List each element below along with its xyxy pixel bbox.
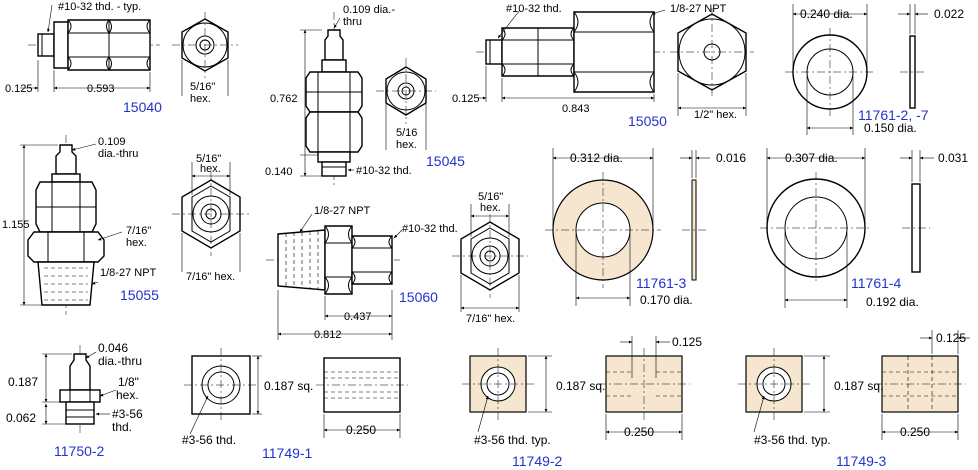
- part-11749-1-length: 0.250: [346, 423, 376, 437]
- part-15055-number: 15055: [120, 287, 159, 303]
- part-11761-3-washer: [545, 148, 710, 306]
- part-11749-3-end-view: [738, 348, 830, 433]
- part-11749-1-end-view: [184, 348, 262, 435]
- part-15045-hex-label: hex.: [396, 139, 417, 151]
- part-11749-3-thread: #3-56 thd. typ.: [754, 433, 831, 447]
- part-15045-hex-size: 5/16: [396, 127, 417, 139]
- part-15040-side-view: [20, 4, 160, 92]
- part-15055-thru-label-1: 0.109: [98, 136, 126, 148]
- part-11761-4-thickness: 0.031: [938, 151, 968, 165]
- part-15060-side-view: [266, 213, 403, 340]
- part-11750-2-thread-2: thd.: [112, 420, 132, 434]
- part-15055-side-view: [20, 135, 123, 315]
- part-15060-npt-label: 1/8-27 NPT: [314, 205, 371, 217]
- part-15060-thread-label: #10-32 thd.: [402, 223, 458, 235]
- part-15055-hex-label: hex.: [126, 237, 147, 249]
- part-11749-2-length: 0.250: [624, 425, 654, 439]
- part-11750-2-number: 11750-2: [54, 443, 105, 459]
- part-11749-1-side-view: [316, 357, 408, 438]
- part-11761-2-number: 11761-2, -7: [858, 107, 929, 123]
- part-15055-length: 1.155: [2, 219, 30, 231]
- part-15055-thru-label-2: dia.-thru: [98, 148, 138, 160]
- part-15060-number: 15060: [399, 289, 438, 305]
- part-11749-3-square: 0.187 sq.: [834, 379, 883, 393]
- part-15050-dim-2: 0.843: [562, 103, 590, 115]
- part-11750-2-hex-label: hex.: [116, 388, 139, 402]
- part-15055-hex-size: 7/16": [126, 225, 151, 237]
- part-11761-4-number: 11761-4: [851, 275, 902, 291]
- part-11749-2-square: 0.187 sq.: [556, 379, 605, 393]
- part-11761-2-id: 0.150 dia.: [864, 121, 917, 135]
- part-15040-end-view: [172, 12, 238, 96]
- part-11749-3-dim-1: 0.125: [936, 331, 966, 345]
- part-11749-3-side-view: [874, 330, 970, 440]
- part-11749-2-dim-1: 0.125: [672, 335, 702, 349]
- part-11749-2-end-view: [462, 348, 552, 433]
- part-11761-3-od: 0.312 dia.: [570, 151, 623, 165]
- part-15055-top-hex-label: hex.: [200, 163, 221, 175]
- part-15040-dim-2: 0.593: [87, 83, 115, 95]
- part-11749-2-side-view: [598, 336, 690, 440]
- part-11750-2-dim-1: 0.187: [8, 375, 38, 389]
- part-15050-dim-1: 0.125: [452, 93, 480, 105]
- part-15045-thru-label-2: thru: [343, 16, 362, 28]
- part-15050-end-view: [670, 8, 754, 116]
- part-15050-thread-label: #10-32 thd.: [506, 3, 562, 15]
- part-11761-4-od: 0.307 dia.: [785, 151, 838, 165]
- part-11749-3-number: 11749-3: [836, 453, 887, 469]
- part-15050-hex-label: 1/2" hex.: [694, 109, 737, 121]
- part-11750-2-side-view: [42, 345, 117, 434]
- part-15060-top-hex-size: 5/16": [478, 191, 503, 203]
- part-15055-bottom-hex: 7/16" hex.: [186, 271, 235, 283]
- part-15045-length: 0.762: [270, 93, 298, 105]
- part-15060-bottom-hex: 7/16" hex.: [466, 313, 515, 325]
- part-11749-2-thread: #3-56 thd. typ.: [474, 433, 551, 447]
- part-11749-3-length: 0.250: [900, 425, 930, 439]
- part-15060-dim-1: 0.437: [344, 311, 372, 323]
- part-11761-4-washer: [760, 148, 934, 308]
- part-11761-4-id: 0.192 dia.: [866, 295, 919, 309]
- part-15040-hex-label: hex.: [190, 93, 211, 105]
- part-15040-thread-label: #10-32 thd. - typ.: [58, 1, 141, 13]
- part-15050-number: 15050: [628, 113, 667, 129]
- part-15060-top-hex-label: hex.: [480, 202, 501, 214]
- part-15055-npt-label: 1/8-27 NPT: [100, 267, 157, 279]
- part-15050-npt-label: 1/8-27 NPT: [670, 3, 727, 15]
- part-11750-2-hex-size: 1/8": [118, 375, 139, 389]
- part-11761-2-washer: [785, 4, 928, 135]
- part-15050-side-view: [476, 9, 666, 102]
- part-15045-thread-label: #10-32 thd.: [356, 165, 412, 177]
- part-11750-2-dim-2: 0.062: [6, 411, 36, 425]
- part-15045-side-view: [300, 12, 363, 186]
- part-11749-1-thread: #3-56 thd.: [182, 433, 236, 447]
- part-15060-end-view: [452, 204, 528, 312]
- part-15045-dim-1: 0.140: [265, 166, 293, 178]
- part-11750-2-thread-1: #3-56: [112, 407, 143, 421]
- part-15040-hex-size: 5/16": [190, 81, 215, 93]
- part-11750-2-thru-label-2: dia.-thru: [98, 354, 142, 368]
- part-11761-2-od: 0.240 dia.: [800, 7, 853, 21]
- part-11761-2-thickness: 0.022: [934, 7, 964, 21]
- part-15045-thru-label-1: 0.109 dia.-: [343, 4, 395, 16]
- part-15055-top-hex-size: 5/16": [196, 153, 221, 165]
- part-11749-2-number: 11749-2: [512, 453, 563, 469]
- part-11749-1-number: 11749-1: [262, 445, 313, 461]
- part-15040-dim-1: 0.125: [5, 83, 33, 95]
- part-11761-3-number: 11761-3: [636, 275, 687, 291]
- part-15045-end-view: [376, 58, 436, 150]
- part-15045-number: 15045: [426, 153, 465, 169]
- part-11750-2-thru-label-1: 0.046: [98, 341, 128, 355]
- part-11761-3-thickness: 0.016: [716, 151, 746, 165]
- part-15055-end-view: [172, 162, 250, 272]
- part-11761-3-id: 0.170 dia.: [640, 293, 693, 307]
- part-11749-1-square: 0.187 sq.: [264, 379, 313, 393]
- part-15060-dim-2: 0.812: [314, 329, 342, 341]
- part-15040-number: 15040: [123, 99, 162, 115]
